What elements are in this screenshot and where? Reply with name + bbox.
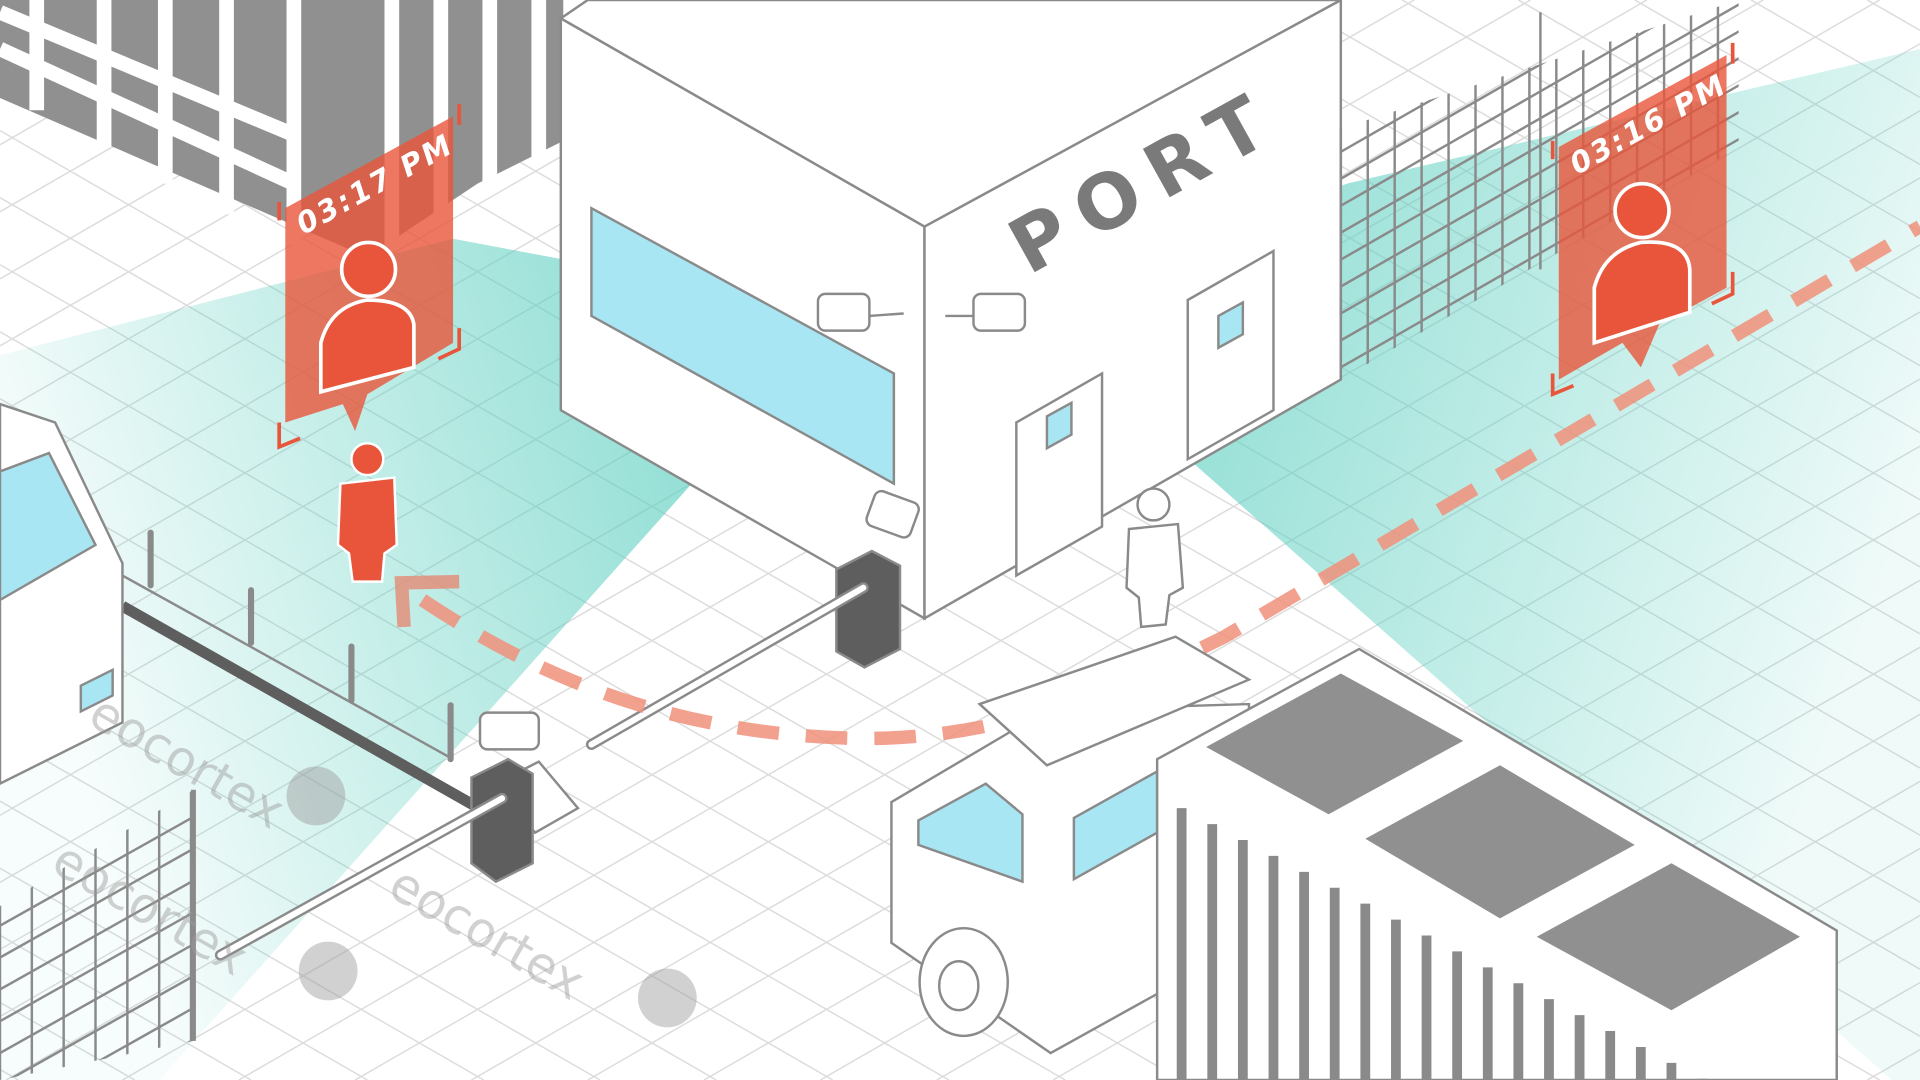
barrier-gate-upper[interactable] [585, 549, 902, 750]
line [177, 1069, 194, 1080]
line [0, 846, 194, 959]
line [8, 973, 194, 1080]
port-booth: PORT [558, 0, 1343, 621]
car-windshield [0, 451, 98, 602]
camera-icon [945, 292, 1027, 332]
path-arrowhead-icon [394, 574, 460, 628]
line [1340, 0, 1739, 234]
line [0, 941, 194, 1055]
line [0, 909, 194, 1023]
barrier-gate-lower[interactable] [119, 529, 580, 961]
camera-icon [478, 711, 540, 751]
person-guard-icon [1125, 487, 1185, 629]
movement-path [418, 220, 1920, 746]
camera-icon [865, 489, 920, 539]
line [0, 878, 194, 991]
camera-icon [816, 292, 904, 332]
booth-window [590, 206, 896, 486]
line [1866, 0, 1920, 31]
line [1340, 23, 1739, 261]
line [1340, 0, 1701, 207]
office-building [0, 0, 564, 258]
booth-door[interactable] [1186, 248, 1275, 462]
truck-window [917, 782, 1024, 884]
person-detected-icon [336, 442, 398, 583]
truck [890, 635, 1838, 1080]
car [0, 402, 124, 786]
alert-card-left[interactable]: 03:17 PM [277, 104, 462, 450]
line [0, 814, 194, 927]
booth-door[interactable] [1015, 371, 1104, 578]
svg-text:eocortex: eocortex [380, 855, 594, 1012]
